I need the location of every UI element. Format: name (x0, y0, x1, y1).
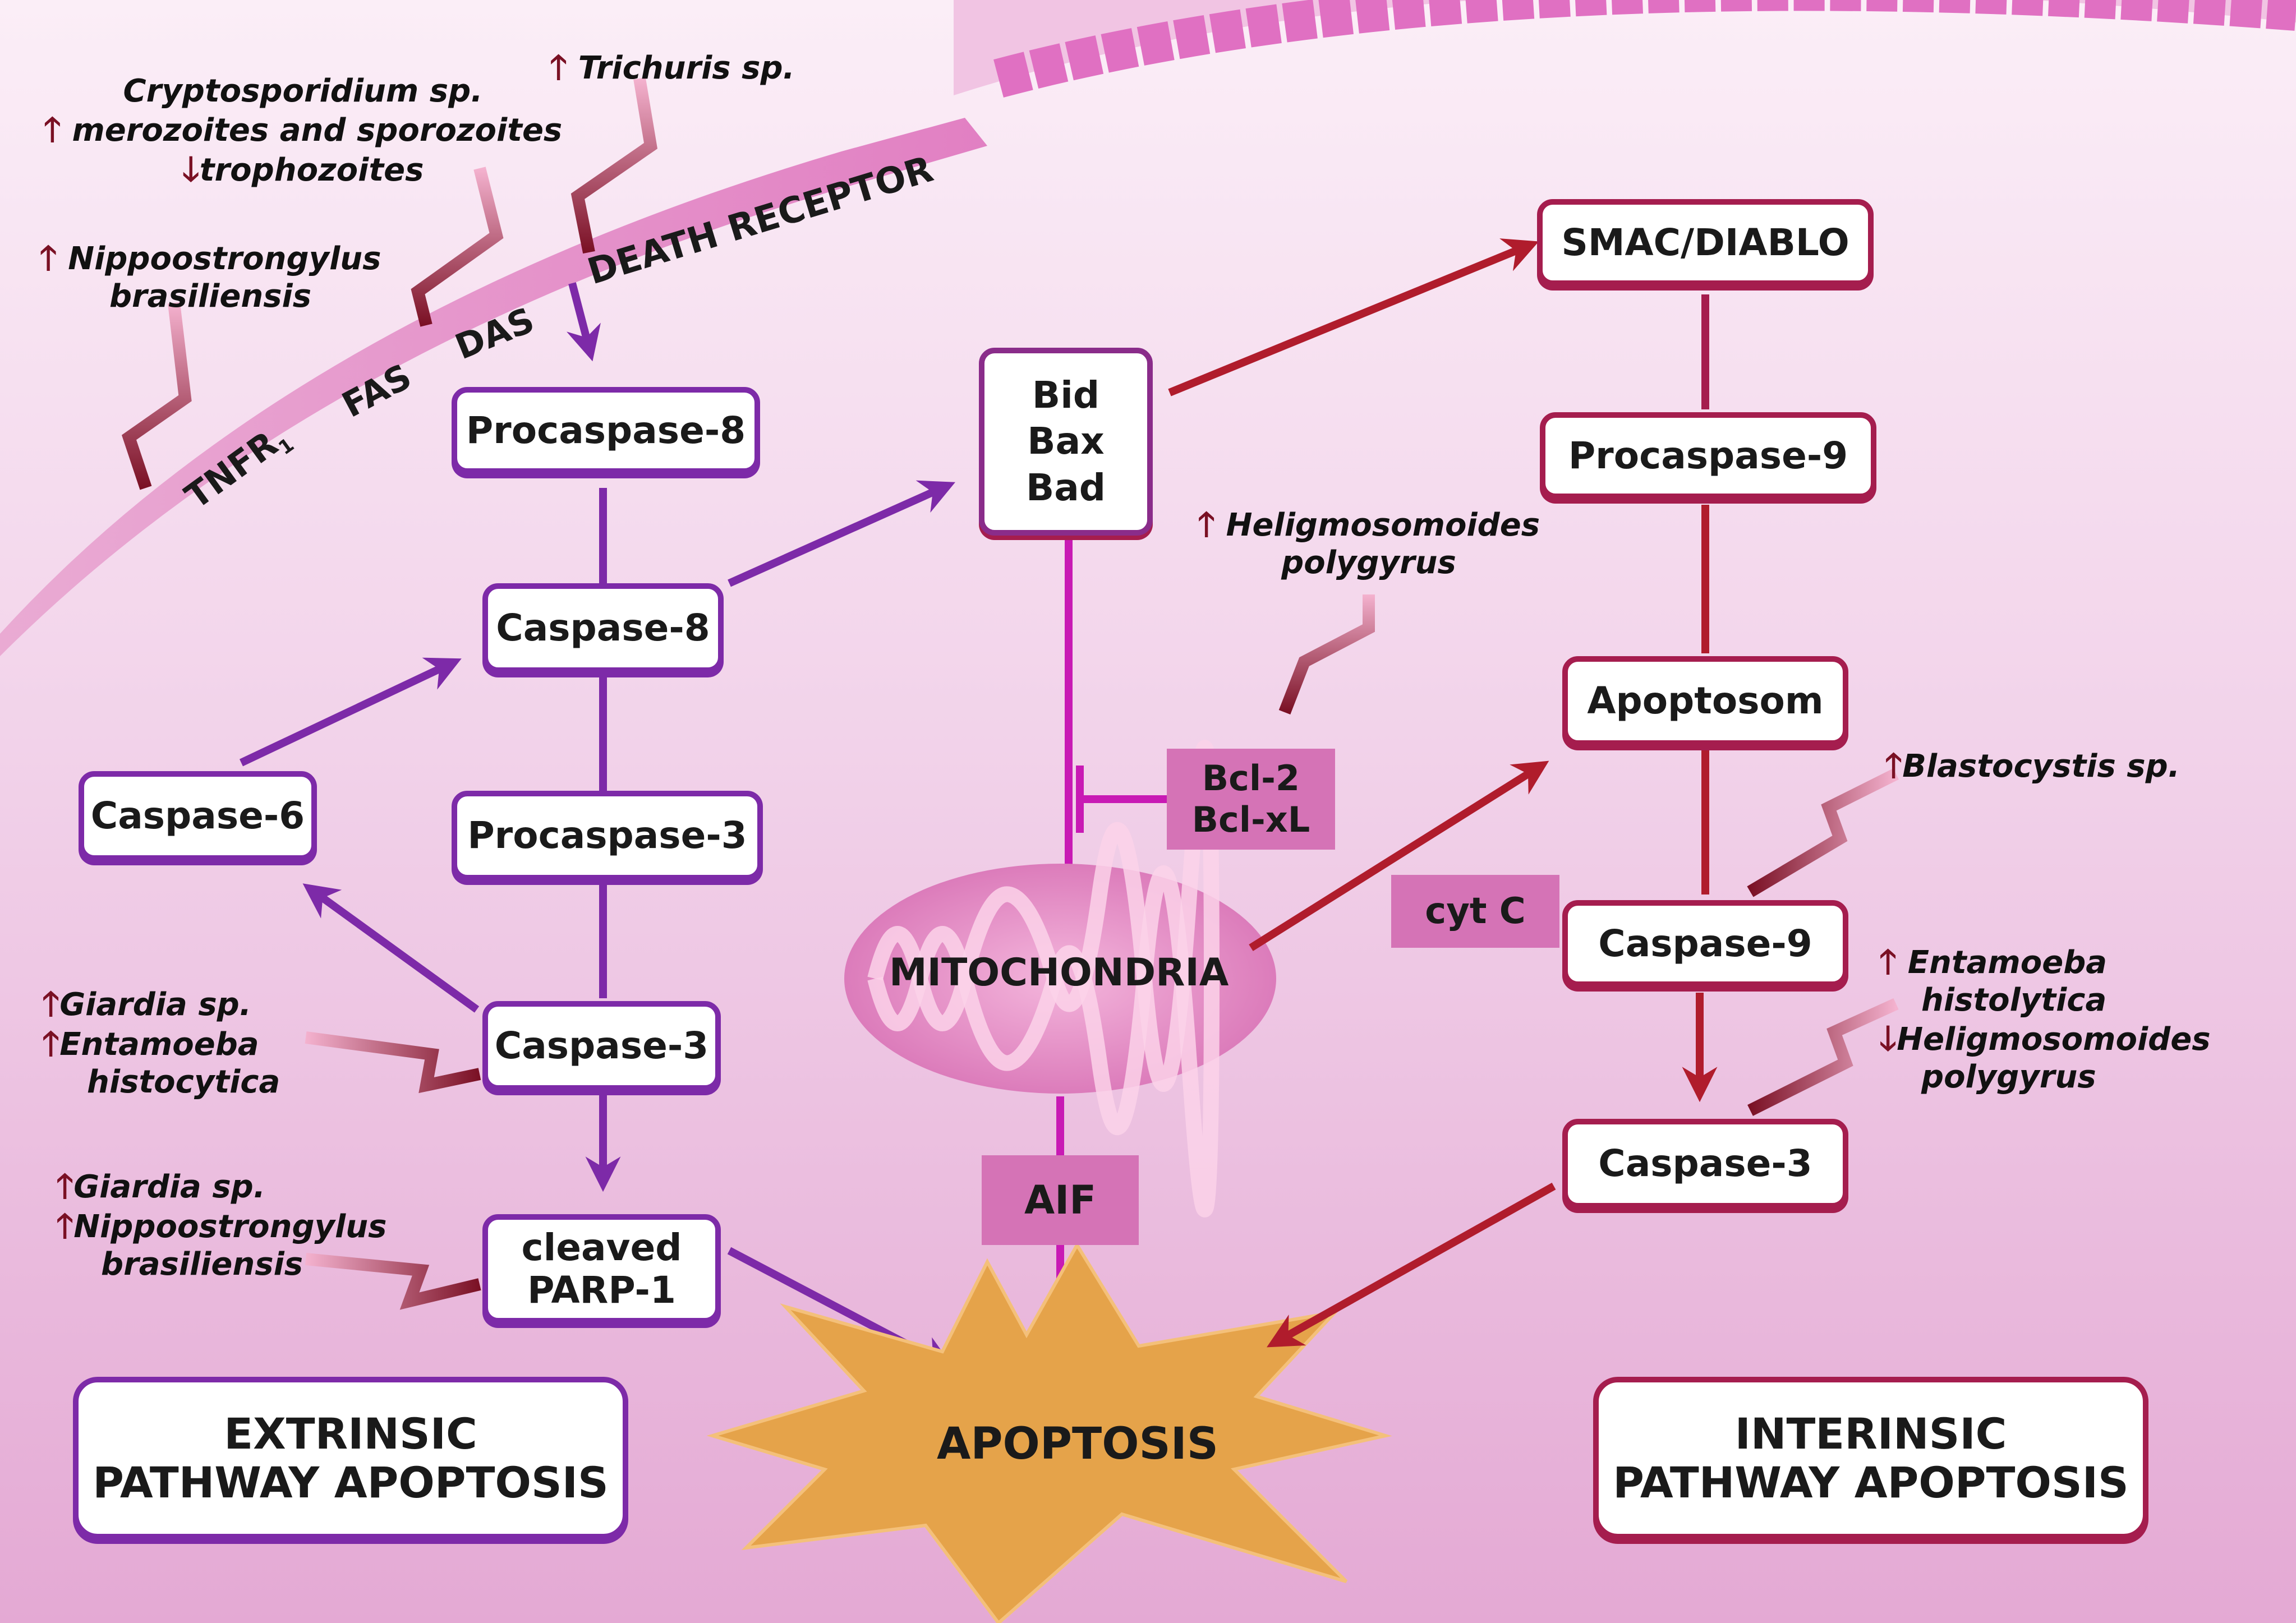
arrow-casp3-apoptosis (1267, 1182, 1556, 1348)
helig-top-annotation: 🡑 Heligmosomoides polygyrus (1172, 505, 1565, 582)
bcl2-label: Bcl-2 (1202, 757, 1300, 799)
bolt-helig-top (1278, 594, 1375, 714)
nippo-bot-line1: Nippoostrongylus (73, 1208, 387, 1245)
intrinsic-title-box: INTERINSIC PATHWAY APOPTOSIS (1593, 1377, 2148, 1539)
caspase-8-box[interactable]: Caspase-8 (482, 583, 724, 673)
entamoeba2-line1: Entamoeba (1907, 944, 2108, 981)
down-arrow-icon: 🡓 (182, 149, 200, 189)
giardia-entamoeba-annotation: 🡑Giardia sp. 🡑Entamoeba histocytica (42, 984, 280, 1101)
membrane-band (954, 0, 2296, 95)
crypto-line3: trophozoites (199, 151, 424, 188)
up-arrow-icon: 🡑 (42, 984, 60, 1023)
entamoeba2-row: 🡑 Entamoeba (1879, 942, 2211, 982)
bad-label: Bad (1025, 465, 1106, 509)
intrinsic-title-line2: PATHWAY APOPTOSIS (1613, 1458, 2129, 1507)
apoptosis-label: APOPTOSIS (937, 1419, 1218, 1469)
bolt-giardia1 (305, 1031, 481, 1094)
giardia-nippo-annotation: 🡑Giardia sp. 🡑Nippoostrongylus brasilien… (56, 1166, 386, 1283)
bolt-trichuris (570, 77, 657, 254)
caspase-9-box[interactable]: Caspase-9 (1562, 900, 1848, 987)
arrow-casp6-casp8 (240, 657, 462, 767)
entamoeba1-row: 🡑Entamoeba (42, 1024, 280, 1064)
crypto-annotation: Cryptosporidium sp. 🡑 merozoites and spo… (28, 73, 578, 190)
bolt-giardia2 (305, 1253, 481, 1310)
giardia2-label: Giardia sp. (73, 1169, 266, 1205)
bclxl-label: Bcl-xL (1191, 799, 1310, 840)
arrow-bid-smac (1168, 238, 1539, 396)
bcl-tag: Bcl-2 Bcl-xL (1167, 749, 1335, 850)
mitochondria-label: MITOCHONDRIA (889, 951, 1229, 995)
helig-bot-line2: polygyrus (1921, 1058, 2096, 1095)
up-arrow-icon: 🡑 (56, 1206, 74, 1246)
helig-top-line1: Heligmosomoides (1226, 507, 1540, 543)
up-arrow-icon: 🡑 (1879, 942, 1897, 981)
arrow-mito-apoptosom (1249, 760, 1549, 951)
entamoeba1-line2: histocytica (87, 1063, 280, 1100)
nippo-top-line2: brasiliensis (109, 278, 312, 315)
arrow-casp3-casp6 (302, 883, 480, 1013)
extrinsic-title-line2: PATHWAY APOPTOSIS (93, 1458, 609, 1507)
down-arrow-icon: 🡓 (1879, 1018, 1897, 1058)
crypto-line2: merozoites and sporozoites (72, 112, 563, 149)
helig-top-row: 🡑 Heligmosomoides (1172, 505, 1565, 545)
procaspase-8-box[interactable]: Procaspase-8 (452, 387, 760, 474)
trichuris-label: Trichuris sp. (578, 50, 795, 86)
nippo-bot-line2: brasiliensis (101, 1246, 303, 1283)
giardia1-label: Giardia sp. (59, 986, 252, 1023)
helig-bot-row: 🡓Heligmosomoides (1879, 1019, 2211, 1059)
nippo-top-line1-row: 🡑 Nippoostrongylus (28, 238, 393, 278)
nippo-top-line1: Nippoostrongylus (68, 241, 381, 277)
bid-label: Bid (1032, 373, 1100, 417)
blasto-label: Blastocystis sp. (1902, 748, 2180, 785)
aif-tag: AIF (982, 1155, 1139, 1245)
smac-diablo-box[interactable]: SMAC/DIABLO (1537, 199, 1874, 286)
apoptosis-burst (706, 1242, 1392, 1623)
helig-top-line2: polygyrus (1281, 544, 1456, 581)
blasto-annotation: 🡑Blastocystis sp. (1885, 746, 2180, 786)
arrow-receptor-procasp8 (566, 282, 601, 362)
bolt-entamoeba2 (1747, 998, 1899, 1116)
cytc-tag: cyt C (1391, 875, 1559, 948)
crypto-line1: Cryptosporidium sp. (123, 73, 483, 109)
crypto-line3-row: 🡓trophozoites (28, 150, 578, 190)
up-arrow-icon: 🡑 (39, 238, 57, 278)
receptor-band (0, 118, 987, 656)
extrinsic-title-box: EXTRINSIC PATHWAY APOPTOSIS (73, 1377, 628, 1539)
bax-label: Bax (1027, 419, 1105, 463)
cleaved-parp-box[interactable]: cleaved PARP-1 (482, 1214, 721, 1324)
bolt-nippo-top (121, 302, 192, 490)
apoptosom-box[interactable]: Apoptosom (1562, 656, 1848, 746)
up-arrow-icon: 🡑 (550, 48, 568, 87)
nippo-bot-row: 🡑Nippoostrongylus (56, 1206, 386, 1246)
parp-line2: PARP-1 (527, 1268, 676, 1312)
nippo-top-annotation: 🡑 Nippoostrongylus brasiliensis (28, 238, 393, 315)
procaspase-3-box[interactable]: Procaspase-3 (452, 791, 763, 880)
giardia2-row: 🡑Giardia sp. (56, 1166, 386, 1206)
extrinsic-title-line1: EXTRINSIC (224, 1408, 477, 1459)
intrinsic-title-line1: INTERINSIC (1734, 1408, 2007, 1459)
procaspase-9-box[interactable]: Procaspase-9 (1540, 412, 1876, 499)
up-arrow-icon: 🡑 (1885, 746, 1903, 785)
bolt-crypto (411, 167, 504, 327)
entamoeba-helig-annotation: 🡑 Entamoeba histolytica 🡓Heligmosomoides… (1879, 942, 2211, 1096)
entamoeba1-line1: Entamoeba (59, 1026, 259, 1063)
trichuris-annotation: 🡑 Trichuris sp. (550, 48, 795, 87)
arrow-casp8-bid (728, 480, 956, 587)
bid-bax-bad-box[interactable]: Bid Bax Bad (979, 348, 1153, 536)
giardia1-row: 🡑Giardia sp. (42, 984, 280, 1024)
caspase-6-box[interactable]: Caspase-6 (79, 771, 317, 861)
caspase-3-extrinsic-box[interactable]: Caspase-3 (482, 1001, 721, 1091)
up-arrow-icon: 🡑 (43, 110, 61, 150)
membrane-band-inner (993, 0, 2296, 98)
crypto-line2-row: 🡑 merozoites and sporozoites (28, 110, 578, 150)
up-arrow-icon: 🡑 (1197, 505, 1216, 544)
helig-bot-line1: Heligmosomoides (1897, 1021, 2211, 1058)
entamoeba2-line2: histolytica (1921, 981, 2107, 1018)
bolt-blasto (1747, 768, 1899, 897)
up-arrow-icon: 🡑 (56, 1166, 74, 1206)
caspase-3-intrinsic-box[interactable]: Caspase-3 (1562, 1119, 1848, 1209)
parp-line1: cleaved (521, 1225, 682, 1269)
up-arrow-icon: 🡑 (42, 1023, 60, 1063)
